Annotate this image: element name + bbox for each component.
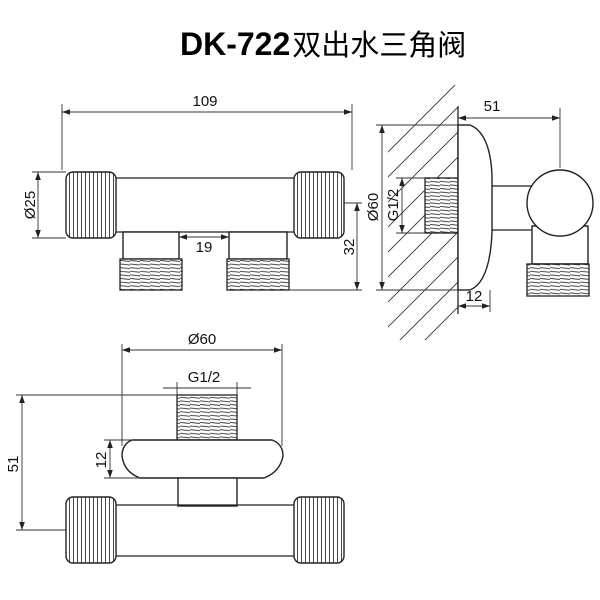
body-neck <box>177 477 238 507</box>
bottom-view: Ø60 G1/2 51 12 <box>5 331 345 564</box>
front-view: 109 Ø25 19 32 <box>22 93 362 291</box>
product-name: 双出水三角阀 <box>292 28 466 62</box>
left-outlet-neck <box>122 231 180 260</box>
right-outlet-neck <box>228 231 288 260</box>
flange-thickness-label: 12 <box>93 452 110 469</box>
inlet-thread <box>176 394 238 441</box>
flange-diameter-label: Ø60 <box>365 193 382 221</box>
inlet-thread <box>424 177 459 234</box>
model-number: DK-722 <box>180 26 290 62</box>
width-dimension-label: 109 <box>192 93 217 110</box>
thread-size-label: G1/2 <box>188 369 221 386</box>
wall-hatching <box>388 85 458 340</box>
right-knurled-cap <box>293 171 345 239</box>
left-outlet-thread <box>119 258 183 291</box>
cap-end-circle <box>526 169 594 237</box>
depth-dimension-label: 51 <box>5 456 22 473</box>
side-view: 51 Ø60 G1/2 12 <box>365 85 594 340</box>
outlet-spacing-label: 19 <box>196 239 213 256</box>
escutcheon-flange <box>121 439 284 479</box>
right-outlet-thread <box>226 258 290 291</box>
depth-dimension-label: 51 <box>484 98 501 115</box>
flange-diameter-label: Ø60 <box>188 331 216 348</box>
right-knurled-cap <box>293 496 345 564</box>
thread-size-label: G1/2 <box>385 189 402 222</box>
flange-thickness-label: 12 <box>466 288 483 305</box>
left-knurled-cap <box>65 496 117 564</box>
side-outlet-thread <box>526 263 590 297</box>
outlet-drop-label: 32 <box>341 239 358 256</box>
diameter-dimension-label: Ø25 <box>22 191 39 219</box>
left-knurled-cap <box>65 171 117 239</box>
drawing-title: DK-722双出水三角阀 <box>180 26 466 62</box>
escutcheon-flange <box>457 124 493 291</box>
